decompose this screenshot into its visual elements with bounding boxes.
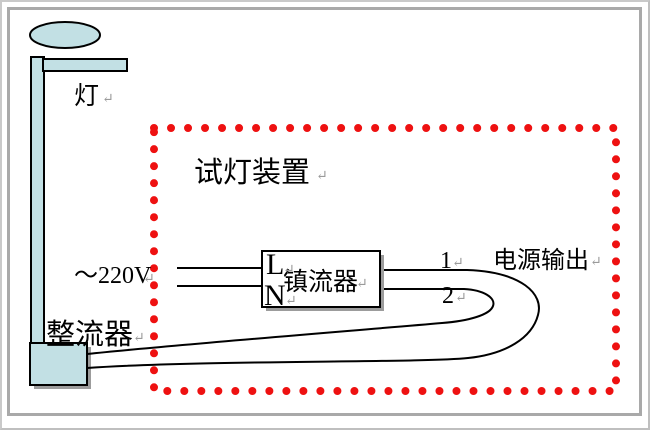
- output-wire-1: [86, 269, 540, 369]
- paragraph-mark-terminal-n: ↵: [285, 294, 297, 309]
- paragraph-mark-voltage: ↵: [143, 272, 155, 287]
- paragraph-mark-ballast: ↵: [356, 277, 368, 292]
- paragraph-mark-terminal-l: ↵: [283, 263, 295, 278]
- paragraph-mark-title: ↵: [316, 169, 328, 184]
- ballast-box: [261, 250, 381, 308]
- terminal-n-label: N: [264, 279, 286, 312]
- inner-frame: [7, 7, 642, 416]
- paragraph-mark-output-1: ↵: [452, 256, 464, 271]
- paragraph-mark-lamp: ↵: [102, 92, 114, 107]
- lamp-pole: [30, 56, 45, 345]
- paragraph-mark-output-2: ↵: [455, 291, 467, 306]
- output-wire-2: [86, 288, 495, 355]
- rectifier-box: [29, 342, 88, 386]
- lamp-label: 灯: [74, 82, 99, 110]
- output-2-label: 2: [442, 283, 454, 309]
- voltage-label: ～220V: [74, 263, 152, 289]
- rectifier-label: 整流器: [46, 318, 133, 351]
- lamp-arm: [42, 58, 128, 72]
- ballast-label: 镇流器: [283, 268, 358, 296]
- paragraph-mark-rectifier: ↵: [133, 331, 145, 346]
- test-device-title: 试灯装置: [194, 156, 310, 189]
- output-1-label: 1: [440, 248, 452, 274]
- paragraph-mark-power-output: ↵: [590, 255, 602, 270]
- lamp-bulb: [29, 21, 101, 49]
- test-device-dotted-boundary: [150, 124, 620, 395]
- terminal-l-label: L: [266, 248, 284, 281]
- power-output-label: 电源输出: [493, 247, 589, 274]
